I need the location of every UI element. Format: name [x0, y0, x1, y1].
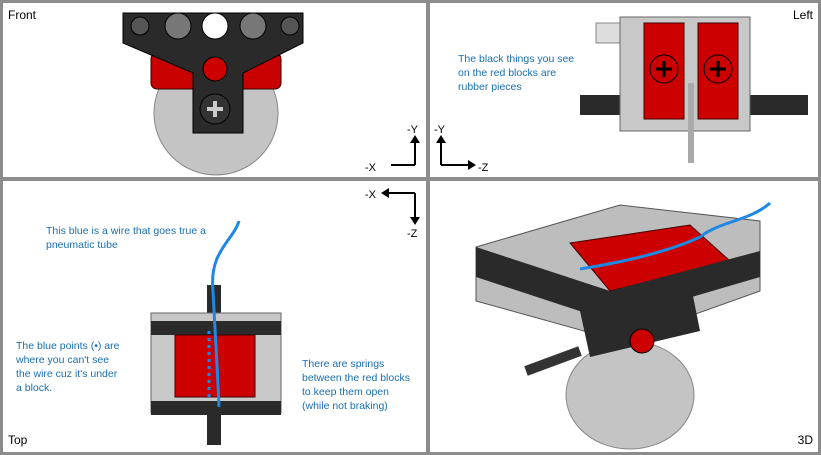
viewport-left[interactable]: -Y -Z Left The black things you see on t… [430, 3, 818, 177]
left-model-render: -Y -Z [434, 16, 808, 174]
top-model-render: -X -Z [150, 188, 420, 445]
3d-model-render [475, 201, 772, 450]
viewport-label-front: Front [8, 8, 37, 22]
front-axis-gizmo [391, 135, 420, 166]
viewport-label-left: Left [792, 8, 813, 22]
viewport-3d[interactable]: 3D [430, 181, 818, 452]
note-springs: There are springs between the red blocks… [302, 358, 410, 412]
note-blue-points: The blue points (•) are where you can't … [16, 340, 120, 394]
note-wire: This blue is a wire that goes true a pne… [46, 225, 206, 251]
viewport-front[interactable]: -Y -X Front [3, 3, 426, 177]
front-model-render: -Y -X [122, 12, 420, 176]
viewport-label-top: Top [8, 433, 28, 447]
top-axis-gizmo [381, 188, 420, 225]
front-axis-v: -Y [407, 124, 419, 136]
top-axis-v: -Z [407, 228, 418, 240]
top-axis-h: -X [365, 189, 377, 201]
viewport-top[interactable]: -X -Z Top This blue is a wire that goes … [3, 181, 426, 452]
note-rubber-pieces: The black things you see on the red bloc… [458, 53, 575, 93]
top-wire [211, 220, 241, 408]
front-axis-h: -X [365, 162, 377, 174]
3d-wire [579, 201, 772, 271]
viewport-label-3d: 3D [797, 433, 813, 447]
3d-black-beam [580, 281, 700, 357]
left-axis-v: -Y [434, 124, 446, 136]
left-axis-h: -Z [478, 162, 489, 174]
left-axis-gizmo [436, 135, 476, 170]
3d-disc [565, 340, 695, 450]
